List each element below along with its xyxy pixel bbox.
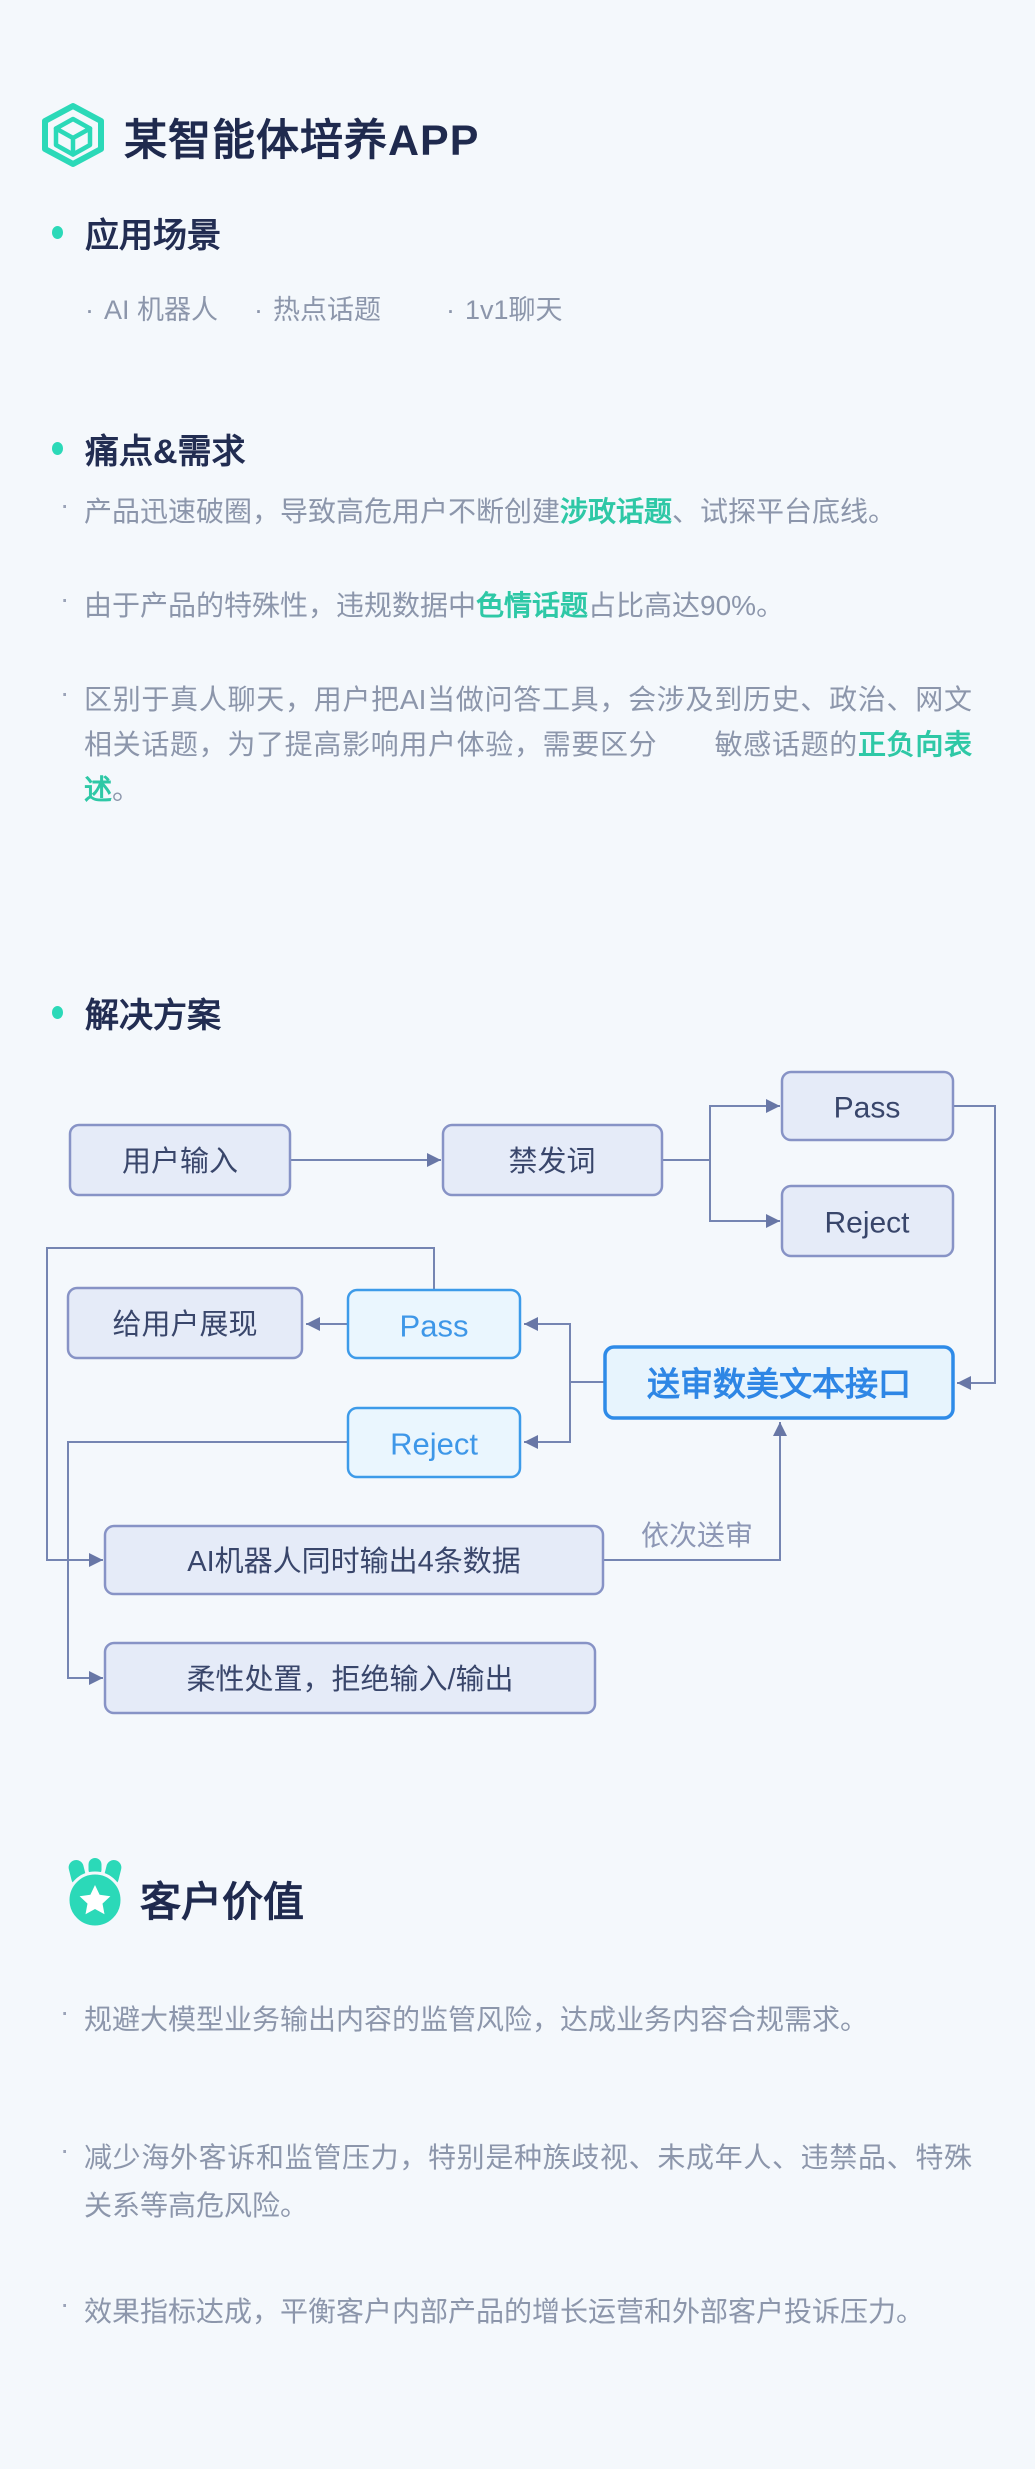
pain-bullet-3: · 区别于真人聊天，用户把AI当做问答工具，会涉及到历史、政治、网文相关话题，为… — [60, 677, 972, 812]
section-bullet-icon — [52, 226, 63, 239]
svg-text:禁发词: 禁发词 — [508, 1145, 595, 1178]
section-scenarios-heading: 应用场景 — [52, 208, 221, 257]
svg-text:Pass: Pass — [400, 1309, 469, 1344]
plain-text: 、试探平台底线。 — [672, 496, 897, 527]
svg-text:给用户展现: 给用户展现 — [112, 1308, 257, 1341]
item-bullet: · — [60, 489, 70, 520]
flow-node-review-api: 送审数美文本接口 — [603, 1345, 955, 1420]
section-title: 解决方案 — [85, 997, 221, 1035]
value-bullet-3: · 效果指标达成，平衡客户内部产品的增长运营和外部客户投诉压力。 — [60, 2288, 972, 2336]
scenario-label: AI 机器人 — [104, 295, 219, 325]
item-bullet: · — [60, 2134, 70, 2165]
highlighted-text: 色情话题 — [476, 590, 589, 621]
pain-text: 产品迅速破圈，导致高危用户不断创建涉政话题、试探平台底线。 — [84, 489, 972, 534]
svg-text:Pass: Pass — [834, 1092, 901, 1125]
flow-node-soft-handling: 柔性处置，拒绝输入/输出 — [103, 1641, 597, 1715]
svg-text:柔性处置，拒绝输入/输出: 柔性处置，拒绝输入/输出 — [186, 1663, 513, 1696]
solution-flowchart: 依次送审 用户输入 禁发词 Pass Reject 给用户展现 AI机器人同时输… — [0, 1040, 1035, 1740]
flow-node-pass-review: Pass — [346, 1288, 522, 1360]
section-bullet-icon — [52, 442, 63, 455]
plain-text: 产品迅速破圈，导致高危用户不断创建 — [84, 496, 561, 527]
flow-connectors — [46, 1099, 996, 1685]
plain-text: 区别于真人聊天，用户把AI当做问答工具，会涉及到历史、政治、网文相关话题，为了提… — [84, 684, 972, 760]
svg-text:用户输入: 用户输入 — [122, 1145, 238, 1178]
svg-text:AI机器人同时输出4条数据: AI机器人同时输出4条数据 — [187, 1545, 521, 1578]
item-bullet: · — [446, 295, 455, 325]
value-bullet-1: · 规避大模型业务输出内容的监管风险，达成业务内容合规需求。 — [60, 1996, 972, 2044]
value-text: 规避大模型业务输出内容的监管风险，达成业务内容合规需求。 — [84, 2004, 869, 2035]
svg-text:Reject: Reject — [390, 1427, 478, 1462]
edge-label: 依次送审 — [641, 1520, 753, 1551]
value-text: 减少海外客诉和监管压力，特别是种族歧视、未成年人、违禁品、特殊关系等高危风险。 — [84, 2142, 972, 2221]
item-bullet: · — [60, 1996, 70, 2027]
section-customer-value-title: 客户价值 — [140, 1879, 304, 1925]
item-bullet: · — [85, 295, 94, 325]
star-badge-icon — [62, 1858, 128, 1929]
section-bullet-icon — [52, 1006, 63, 1019]
section-solution-heading: 解决方案 — [52, 988, 221, 1037]
pain-text: 区别于真人聊天，用户把AI当做问答工具，会涉及到历史、政治、网文相关话题，为了提… — [84, 677, 972, 812]
highlighted-text: 正负向表述 — [84, 729, 972, 805]
svg-text:Reject: Reject — [824, 1207, 910, 1240]
flow-node-forbidden-words: 禁发词 — [441, 1123, 664, 1197]
flow-node-show-to-user: 给用户展现 — [66, 1286, 304, 1360]
section-title: 应用场景 — [85, 217, 221, 255]
section-title: 痛点&需求 — [85, 433, 246, 471]
scenario-item-hot-topic: · 热点话题 — [254, 288, 381, 327]
svg-text:送审数美文本接口: 送审数美文本接口 — [647, 1366, 911, 1403]
flow-node-reject-review: Reject — [346, 1406, 522, 1479]
flow-node-user-input: 用户输入 — [68, 1123, 292, 1197]
flow-node-ai-output: AI机器人同时输出4条数据 — [103, 1524, 605, 1596]
plain-text: 。 — [112, 774, 141, 805]
highlighted-text: 涉政话题 — [560, 496, 673, 527]
pain-bullet-2: · 由于产品的特殊性，违规数据中色情话题占比高达90%。 — [60, 583, 972, 628]
plain-text: 占比高达90%。 — [588, 590, 785, 621]
flow-node-pass-top: Pass — [780, 1070, 955, 1142]
cube-hexagon-icon — [40, 102, 106, 168]
flow-node-reject-top: Reject — [780, 1184, 955, 1258]
item-bullet: · — [60, 583, 70, 614]
scenario-item-1v1-chat: · 1v1聊天 — [446, 288, 563, 327]
item-bullet: · — [60, 2288, 70, 2319]
item-bullet: · — [60, 677, 70, 708]
scenario-label: 热点话题 — [273, 295, 381, 325]
scenario-label: 1v1聊天 — [465, 295, 563, 325]
value-bullet-2: · 减少海外客诉和监管压力，特别是种族歧视、未成年人、违禁品、特殊关系等高危风险… — [60, 2134, 972, 2230]
pain-bullet-1: · 产品迅速破圈，导致高危用户不断创建涉政话题、试探平台底线。 — [60, 489, 972, 534]
pain-text: 由于产品的特殊性，违规数据中色情话题占比高达90%。 — [84, 583, 972, 628]
value-text: 效果指标达成，平衡客户内部产品的增长运营和外部客户投诉压力。 — [84, 2296, 925, 2327]
plain-text: 由于产品的特殊性，违规数据中 — [84, 590, 477, 621]
item-bullet: · — [254, 295, 263, 325]
section-pain-heading: 痛点&需求 — [52, 424, 246, 473]
page-title: 某智能体培养APP — [124, 117, 480, 165]
scenario-item-ai-robot: · AI 机器人 — [85, 288, 218, 327]
